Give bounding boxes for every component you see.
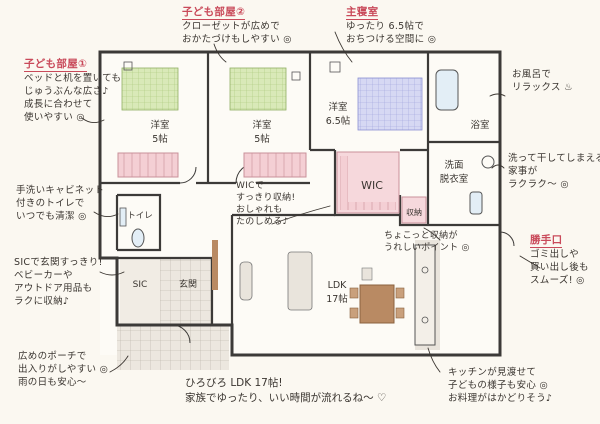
sic-floor <box>120 258 160 324</box>
closet-kids2 <box>243 152 307 178</box>
note-toilet-line: いつでも清潔 ◎ <box>16 211 87 222</box>
note-kids1-line: 成長に合わせて <box>24 99 93 110</box>
note-bath-line: お風呂で <box>512 69 552 80</box>
note-laundry-line: 家事が <box>508 166 538 177</box>
note-kids1: 子ども部屋① ベッドと机を置いても じゅうぶんな広さ♪ 成長に合わせて 使いやす… <box>24 58 121 124</box>
note-kids2-line: クローゼットが広めで <box>182 21 281 32</box>
note-kids1-line: 使いやすい ◎ <box>24 112 85 123</box>
kitchen-counter <box>414 244 436 346</box>
dining-table <box>359 284 395 324</box>
room-storage: 収納 <box>406 207 422 217</box>
note-kids1-line: じゅうぶんな広さ♪ <box>24 86 109 97</box>
bathtub <box>435 69 459 111</box>
bed-kids1 <box>121 67 179 111</box>
note-kitchen: キッチンが見渡せて 子どもの様子も安心 ◎ お料理がはかどりそう♪ <box>448 366 552 405</box>
toilet-fixture <box>131 228 145 248</box>
storage-area <box>401 196 427 224</box>
room-kids1-size: 5帖 <box>152 133 168 145</box>
note-kids1-line: ベッドと机を置いても <box>24 73 122 84</box>
room-sic: SIC <box>133 280 148 290</box>
room-genkan: 玄関 <box>179 278 197 290</box>
note-kids2: 子ども部屋② クローゼットが広めで おかたづけもしやすい ◎ <box>182 6 292 46</box>
note-kitchen-door-line: スムーズ! ◎ <box>530 275 585 286</box>
note-kids2-line: おかたづけもしやすい ◎ <box>182 34 292 45</box>
room-wash-name2: 脱衣室 <box>440 173 469 185</box>
note-porch-line: 広めのポーチで <box>18 351 87 362</box>
note-kitchen-line: お料理がはかどりそう♪ <box>448 393 553 404</box>
note-porch-line: 雨の日も安心〜 <box>18 377 87 388</box>
note-master-line: ゆったり 6.5帖で <box>346 21 425 32</box>
note-kitchen-door-line: ゴミ出しや <box>530 249 579 260</box>
note-kitchen-line: キッチンが見渡せて <box>448 367 537 378</box>
note-kitchen-line: 子どもの様子も安心 ◎ <box>448 380 549 391</box>
note-wic-line: おしゃれも <box>236 205 283 215</box>
washing-machine <box>481 155 495 169</box>
ldk-caption-line: ひろびろ LDK 17帖! <box>185 377 283 389</box>
room-wash-name: 洗面 <box>444 159 463 171</box>
tv-table <box>287 251 313 311</box>
room-ldk-size: 17帖 <box>326 293 348 305</box>
note-kitchen-door-title: 勝手口 <box>530 234 563 248</box>
note-sic-line: ラクに収納♪ <box>14 296 70 307</box>
wash-basin <box>469 191 483 215</box>
genkan-tile <box>160 258 212 324</box>
note-storage: ちょこっと収納が うれしいポイント ◎ <box>384 230 470 254</box>
note-wic-line: すっきり収納! <box>236 193 296 203</box>
room-kids1-name: 洋室 <box>150 119 169 131</box>
sofa <box>239 261 253 301</box>
note-laundry: 洗って干してしまえる! 家事が ラクラク〜 ◎ <box>508 152 600 191</box>
note-sic: SICで玄関すっきり! ベビーカーや アウトドア用品も ラクに収納♪ <box>14 256 103 308</box>
note-master: 主寝室 ゆったり 6.5帖で おちつける空間に ◎ <box>346 6 436 46</box>
ldk-caption: ひろびろ LDK 17帖! 家族でゆったり、いい時間が流れるね〜 ♡ <box>185 376 386 406</box>
closet-kids1 <box>117 152 179 178</box>
note-kids1-title: 子ども部屋① <box>24 58 88 72</box>
note-toilet-line: 付きのトイレで <box>16 198 85 209</box>
note-kitchen-door: 勝手口 ゴミ出しや 買い出し後も スムーズ! ◎ <box>530 234 589 287</box>
note-bath-line: リラックス ♨ <box>512 82 573 93</box>
note-wic-line: WICで <box>236 181 265 191</box>
room-toilet: トイレ <box>127 211 153 221</box>
ldk-caption-line: 家族でゆったり、いい時間が流れるね〜 ♡ <box>185 392 387 404</box>
bed-kids2 <box>229 67 287 111</box>
note-storage-line: うれしいポイント ◎ <box>384 243 470 253</box>
note-sic-line: アウトドア用品も <box>14 283 93 294</box>
note-toilet: 手洗いキャビネット 付きのトイレで いつでも清潔 ◎ <box>16 184 104 223</box>
porch-tile <box>117 325 229 370</box>
note-sic-line: ベビーカーや <box>14 270 73 281</box>
note-master-title: 主寝室 <box>346 6 379 20</box>
room-bath: 浴室 <box>470 119 489 131</box>
note-bath: お風呂で リラックス ♨ <box>512 68 573 94</box>
room-kids2-name: 洋室 <box>252 119 271 131</box>
note-kids2-title: 子ども部屋② <box>182 6 246 20</box>
note-wic: WICで すっきり収納! おしゃれも たのしめる♪ <box>236 180 295 228</box>
note-porch: 広めのポーチで 出入りがしやすい ◎ 雨の日も安心〜 <box>18 350 108 389</box>
room-master-size: 6.5帖 <box>326 115 351 127</box>
room-master-name: 洋室 <box>328 101 347 113</box>
room-wic: WIC <box>361 179 383 192</box>
note-wic-line: たのしめる♪ <box>236 217 289 227</box>
note-sic-line: SICで玄関すっきり! <box>14 257 103 268</box>
note-storage-line: ちょこっと収納が <box>384 231 458 241</box>
note-master-line: おちつける空間に ◎ <box>346 34 437 45</box>
room-kids2-size: 5帖 <box>254 133 270 145</box>
note-laundry-line: ラクラク〜 ◎ <box>508 179 569 190</box>
note-toilet-line: 手洗いキャビネット <box>16 185 105 196</box>
room-ldk-name: LDK <box>328 280 348 291</box>
note-laundry-line: 洗って干してしまえる! <box>508 153 600 164</box>
note-kitchen-door-line: 買い出し後も <box>530 262 589 273</box>
bed-master <box>357 77 423 131</box>
note-porch-line: 出入りがしやすい ◎ <box>18 364 109 375</box>
